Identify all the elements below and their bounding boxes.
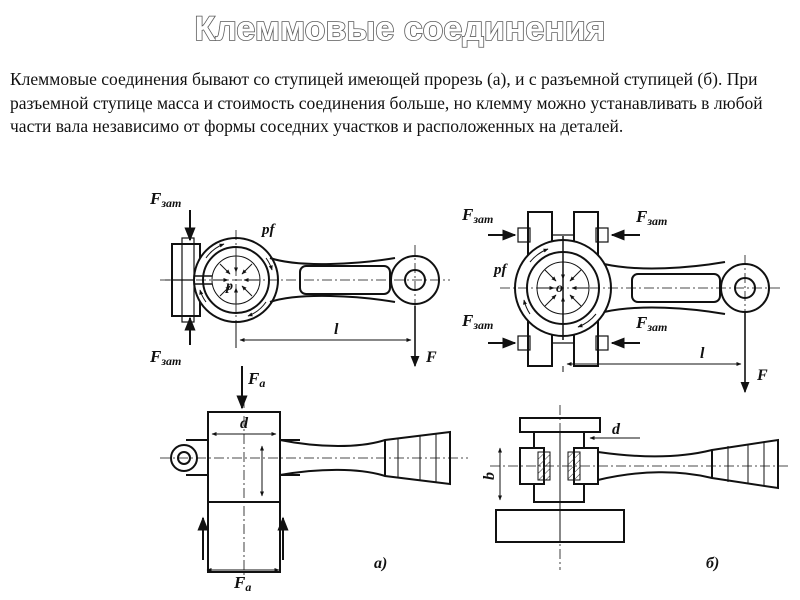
label-d-a: d <box>240 415 249 432</box>
label-b: b <box>481 472 498 480</box>
label-o: o <box>556 281 563 296</box>
label-p: p <box>225 279 233 294</box>
svg-text:Fзат: Fзат <box>635 207 667 228</box>
svg-text:Fзат: Fзат <box>149 189 181 210</box>
label-F-b: F <box>756 367 768 384</box>
view-a-front <box>160 366 468 580</box>
description-paragraph: Клеммовые соединения бывают со ступицей … <box>10 69 763 136</box>
slide-title: Клеммовые соединения <box>194 9 607 49</box>
svg-text:Fзат: Fзат <box>461 311 493 332</box>
caption-b: б) <box>706 555 719 572</box>
label-pf-a: pf <box>260 222 277 238</box>
svg-text:Fa: Fa <box>233 573 251 594</box>
view-b-top <box>488 211 780 394</box>
view-b-front <box>490 405 790 570</box>
view-a-top <box>160 210 450 368</box>
svg-text:Fзат: Fзат <box>635 313 667 334</box>
label-d-b: d <box>612 421 621 438</box>
label-l-a: l <box>334 321 339 338</box>
label-F-a: F <box>425 349 437 366</box>
label-pf-b: pf <box>492 262 509 278</box>
svg-text:Fзат: Fзат <box>149 347 181 368</box>
caption-a: а) <box>374 555 387 572</box>
label-l-b: l <box>700 345 705 362</box>
figure-labels: Fзат Fзат pf p l F Fa d Fa а) Fзат Fзат … <box>149 189 768 594</box>
svg-text:Fзат: Fзат <box>461 205 493 226</box>
svg-text:Fa: Fa <box>247 369 265 390</box>
slide-title-text: Клеммовые соединения <box>194 10 605 48</box>
